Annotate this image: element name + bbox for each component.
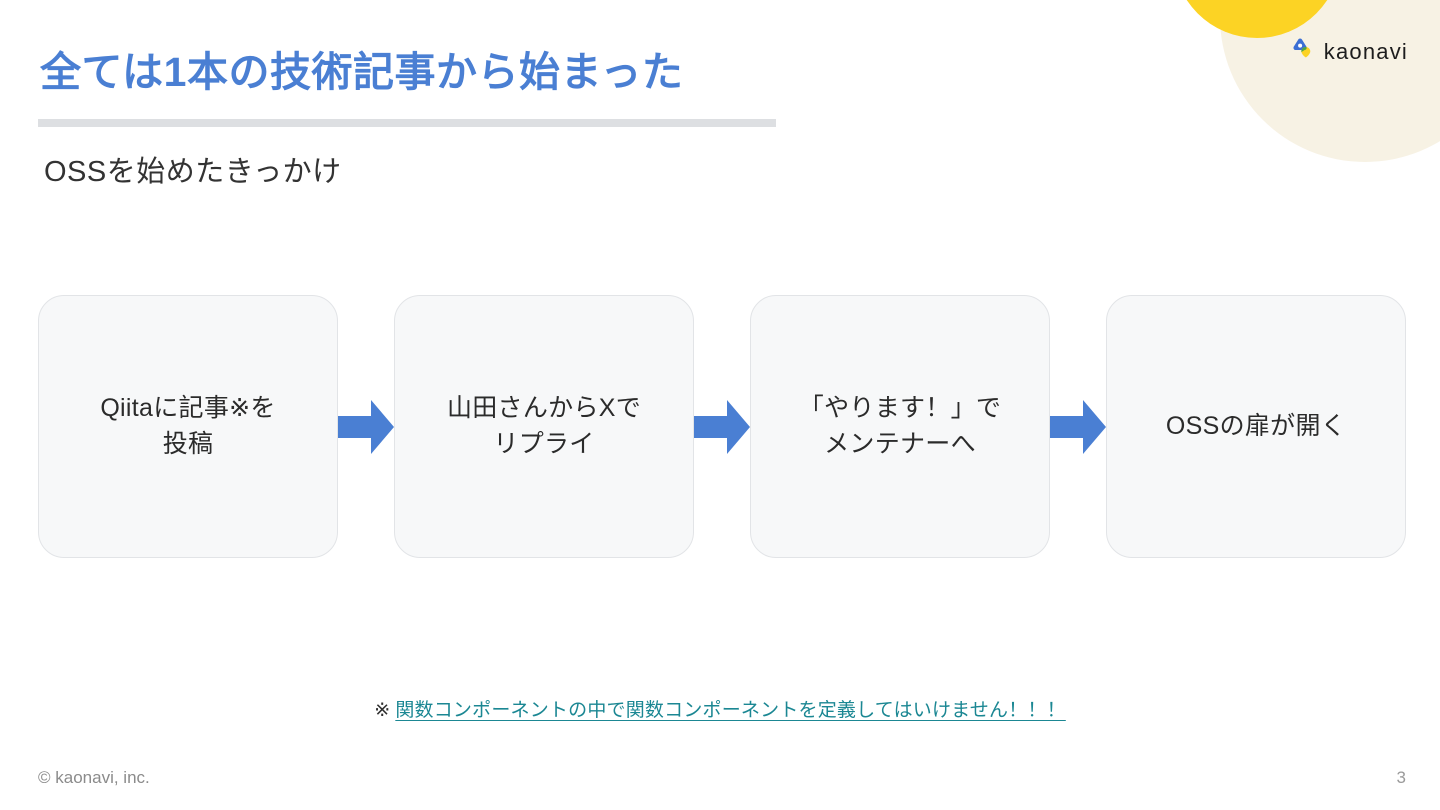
footnote-link[interactable]: 関数コンポーネントの中で関数コンポーネントを定義してはいけません！！！: [395, 700, 1066, 721]
flow-step-label-2: 山田さんからXで リプライ: [446, 394, 642, 458]
flow-arrow-1: [338, 295, 394, 558]
flow-step-label-4: OSSの扉が開く: [1165, 411, 1347, 440]
flow-step-card-2: 山田さんからXで リプライ: [394, 295, 694, 558]
flow-step-label-3: 「やります！」で メンテナーへ: [798, 394, 1002, 458]
kaonavi-logo: kaonavi: [1289, 36, 1408, 67]
slide-title: 全ては1本の技術記事から始まった: [40, 49, 684, 95]
kaonavi-wordmark: kaonavi: [1323, 38, 1408, 64]
flow-step-card-4: OSSの扉が開く: [1106, 295, 1406, 558]
title-divider: [38, 119, 776, 127]
flow-arrow-3: [1050, 295, 1106, 558]
footnote: ※関数コンポーネントの中で関数コンポーネントを定義してはいけません！！！: [0, 695, 1440, 722]
slide-subtitle: OSSを始めたきっかけ: [44, 156, 342, 188]
footer-page-number: 3: [1396, 768, 1406, 787]
flow-arrow-2: [694, 295, 750, 558]
flow-step-card-3: 「やります！」で メンテナーへ: [750, 295, 1050, 558]
process-flow-diagram: Qiitaに記事※を 投稿 山田さんからXで リプライ 「やります！」で メンテ…: [38, 295, 1406, 558]
footer-copyright: © kaonavi, inc.: [38, 768, 150, 787]
flow-step-label-1: Qiitaに記事※を 投稿: [100, 394, 276, 458]
flow-step-card-1: Qiitaに記事※を 投稿: [38, 295, 338, 558]
kaonavi-logo-mark-icon: [1289, 36, 1315, 67]
footnote-reference-mark: ※: [374, 700, 391, 721]
